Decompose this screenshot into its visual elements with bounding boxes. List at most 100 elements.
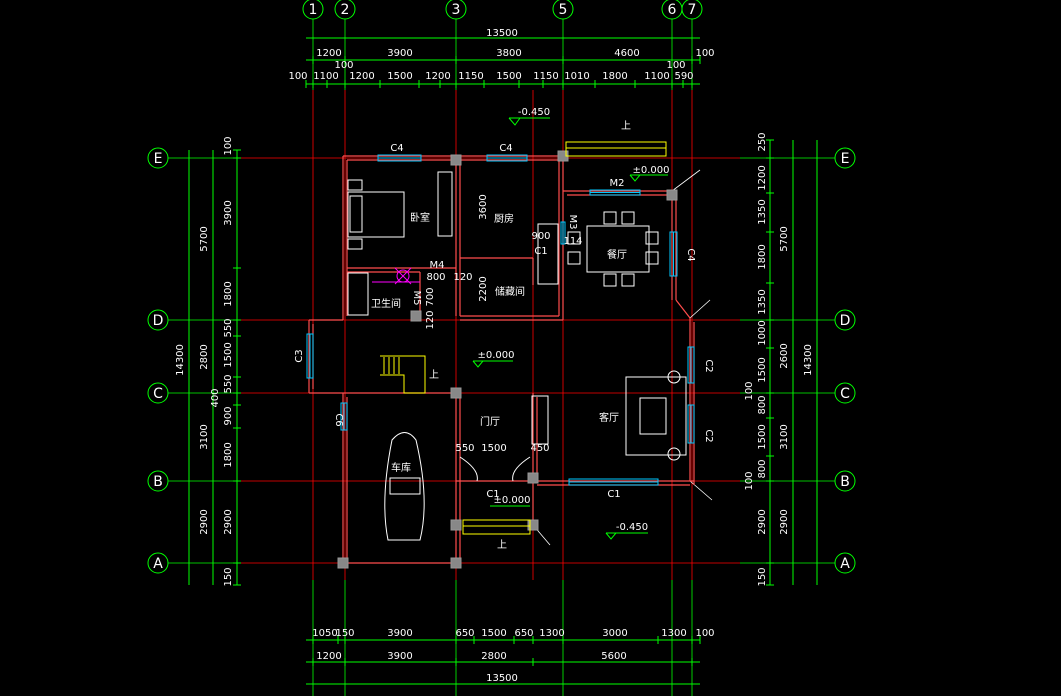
wall-angle bbox=[675, 299, 691, 319]
column-2 bbox=[666, 189, 678, 201]
svg-text:1200: 1200 bbox=[425, 71, 450, 82]
level-entry: ±0.000 bbox=[490, 495, 531, 507]
dim-550: 550 bbox=[455, 443, 474, 454]
svg-text:100: 100 bbox=[288, 71, 307, 82]
svg-text:100: 100 bbox=[223, 136, 234, 155]
room-bedroom: 卧室 bbox=[410, 211, 430, 224]
dim-bottom-row2: 1200 3900 2800 5600 bbox=[316, 651, 626, 662]
svg-text:2600: 2600 bbox=[779, 343, 790, 368]
room-hall: 门厅 bbox=[480, 415, 500, 428]
dim-800: 800 bbox=[426, 272, 445, 283]
dim-bottom-row1: 1050 150 3900 650 1500 650 1300 3000 130… bbox=[312, 628, 714, 639]
svg-text:2800: 2800 bbox=[481, 651, 506, 662]
axis-bubble-1: 1 bbox=[302, 0, 324, 20]
label-m3: M3 bbox=[567, 215, 578, 230]
svg-text:1200: 1200 bbox=[757, 165, 768, 190]
svg-text:B: B bbox=[153, 474, 163, 490]
svg-text:100: 100 bbox=[744, 381, 755, 400]
room-bathroom: 卫生间 bbox=[371, 297, 401, 310]
svg-text:900: 900 bbox=[223, 406, 234, 425]
svg-text:2: 2 bbox=[341, 2, 350, 18]
up-arrow-label-stairs: 上 bbox=[429, 369, 439, 381]
svg-text:2900: 2900 bbox=[757, 509, 768, 534]
dim-900: 900 bbox=[531, 231, 550, 242]
column-4 bbox=[337, 557, 349, 569]
svg-text:3100: 3100 bbox=[199, 424, 210, 449]
svg-text:3900: 3900 bbox=[387, 628, 412, 639]
svg-text:590: 590 bbox=[674, 71, 693, 82]
dim-3600: 3600 bbox=[478, 194, 489, 219]
svg-text:650: 650 bbox=[514, 628, 533, 639]
dining-chair-1 bbox=[603, 273, 617, 287]
svg-text:5600: 5600 bbox=[601, 651, 626, 662]
axis-bubble-6: 6 bbox=[661, 0, 683, 20]
svg-text:1000: 1000 bbox=[757, 320, 768, 345]
svg-text:650: 650 bbox=[455, 628, 474, 639]
dim-bottom-total: 13500 bbox=[486, 673, 518, 684]
sofa-set bbox=[625, 376, 687, 456]
svg-text:6: 6 bbox=[668, 2, 677, 18]
label-c4-kitchen: C4 bbox=[499, 143, 512, 154]
dim-120-right: 120 bbox=[453, 272, 472, 283]
level-center: ±0.000 bbox=[472, 350, 515, 368]
bed-nightstand-top bbox=[347, 179, 363, 191]
dim-right: 14300 5700 2600 3100 2900 250 1200 1350 … bbox=[744, 132, 814, 586]
label-c1-kitchen: C1 bbox=[534, 246, 547, 257]
svg-text:1500: 1500 bbox=[481, 628, 506, 639]
svg-text:100: 100 bbox=[744, 471, 755, 490]
axis-bubble-E-right: E bbox=[834, 147, 856, 169]
stairs bbox=[380, 355, 426, 394]
car-windshield bbox=[389, 477, 421, 495]
svg-text:1150: 1150 bbox=[533, 71, 558, 82]
entry-step bbox=[462, 519, 531, 535]
svg-text:1300: 1300 bbox=[661, 628, 686, 639]
openings bbox=[306, 141, 695, 535]
column-0 bbox=[450, 154, 462, 166]
svg-text:±0.000: ±0.000 bbox=[632, 165, 669, 176]
label-c2-upper: C2 bbox=[703, 359, 714, 372]
entry-door bbox=[459, 456, 531, 482]
label-c2-lower: C2 bbox=[703, 429, 714, 442]
svg-text:3800: 3800 bbox=[496, 48, 521, 59]
svg-text:C: C bbox=[840, 386, 850, 402]
dining-table bbox=[586, 225, 650, 273]
svg-text:800: 800 bbox=[757, 395, 768, 414]
svg-text:±0.000: ±0.000 bbox=[493, 495, 530, 506]
column-9 bbox=[410, 310, 422, 322]
svg-text:-0.450: -0.450 bbox=[616, 522, 648, 533]
corner-mark-2 bbox=[689, 480, 713, 501]
svg-text:1800: 1800 bbox=[757, 244, 768, 269]
svg-text:2900: 2900 bbox=[779, 509, 790, 534]
svg-text:A: A bbox=[153, 556, 163, 572]
level-bottom: -0.450 bbox=[605, 522, 648, 540]
dim-700: 700 bbox=[425, 287, 436, 306]
svg-text:1150: 1150 bbox=[458, 71, 483, 82]
bed bbox=[347, 191, 405, 238]
label-c1-entry: C1 bbox=[486, 489, 499, 500]
svg-text:100: 100 bbox=[334, 60, 353, 71]
svg-text:3100: 3100 bbox=[779, 424, 790, 449]
label-c1-living: C1 bbox=[607, 489, 620, 500]
room-kitchen: 厨房 bbox=[494, 212, 514, 225]
level-dining: ±0.000 bbox=[629, 165, 670, 182]
svg-text:1100: 1100 bbox=[313, 71, 338, 82]
svg-text:1350: 1350 bbox=[757, 289, 768, 314]
svg-text:5700: 5700 bbox=[199, 226, 210, 251]
dining-chair-5 bbox=[645, 251, 659, 265]
axis-bubble-A-left: A bbox=[147, 552, 169, 574]
bed-pillow bbox=[349, 195, 363, 233]
svg-text:3: 3 bbox=[452, 2, 461, 18]
label-c4-bedroom: C4 bbox=[390, 143, 403, 154]
axis-bubble-7: 7 bbox=[681, 0, 703, 20]
dim-450: 450 bbox=[530, 443, 549, 454]
dining-chair-3 bbox=[567, 251, 581, 265]
column-5 bbox=[450, 557, 462, 569]
room-dining: 餐厅 bbox=[607, 248, 627, 261]
label-m2: M2 bbox=[610, 178, 625, 189]
svg-text:250: 250 bbox=[757, 132, 768, 151]
label-m5: M5 bbox=[411, 291, 422, 306]
svg-text:14300: 14300 bbox=[175, 344, 186, 376]
label-c3: C3 bbox=[294, 349, 305, 362]
floor-drain-x2 bbox=[394, 267, 412, 285]
